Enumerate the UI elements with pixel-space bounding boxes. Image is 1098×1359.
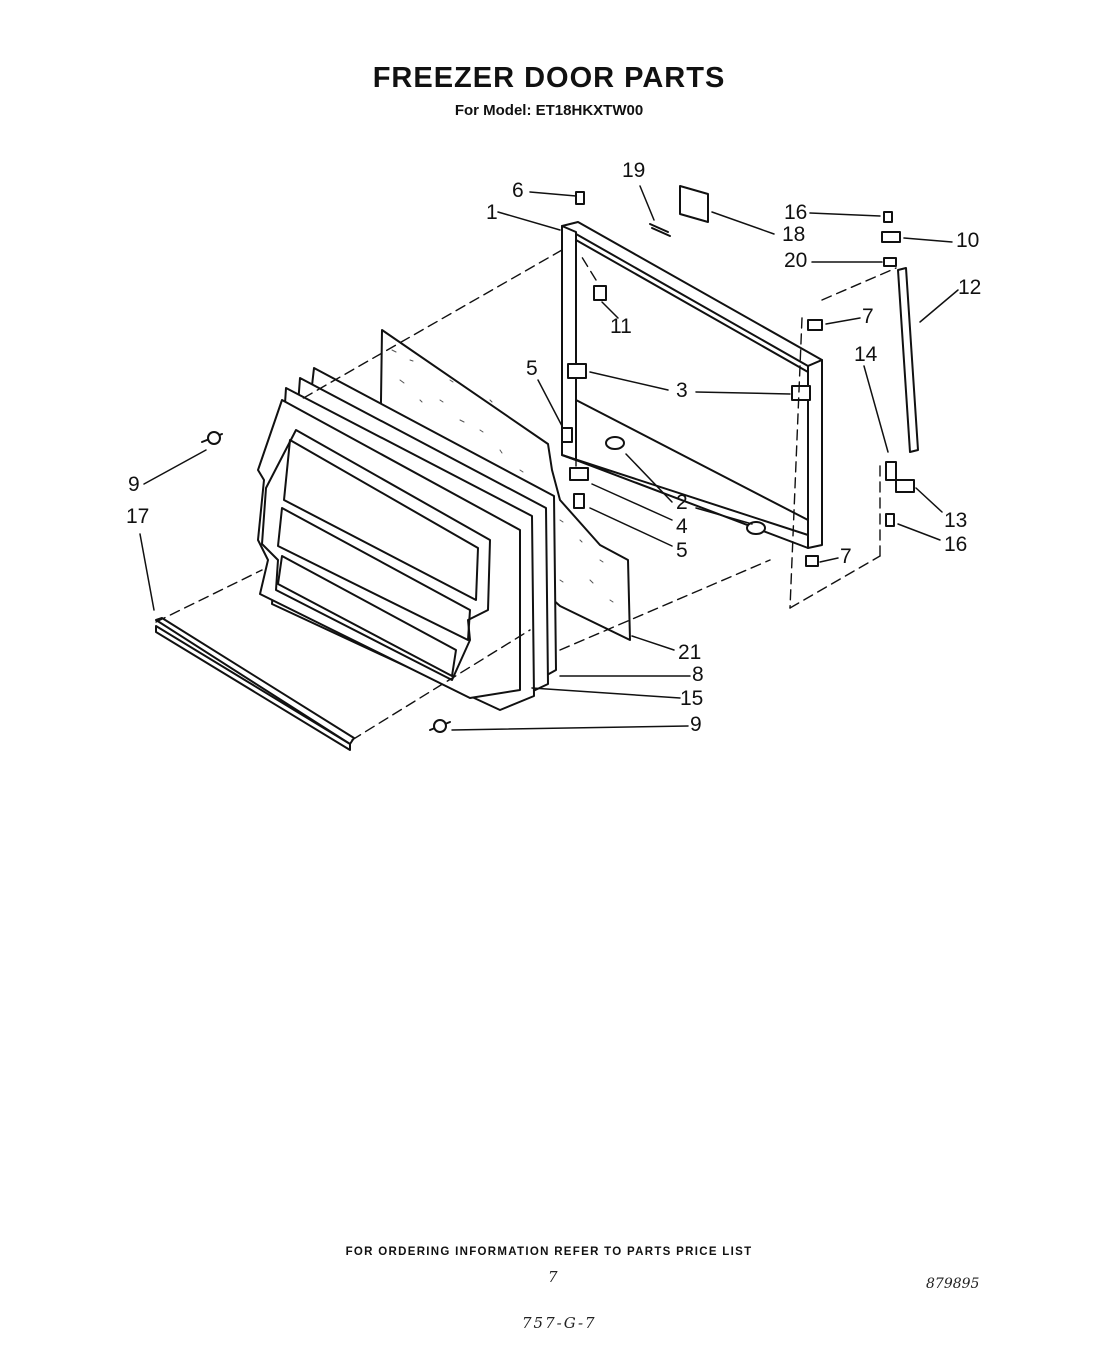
callout-7-top: 7 [862,305,874,328]
callout-9-bottom: 9 [690,713,702,736]
callout-14: 14 [854,343,878,366]
callout-16-top: 16 [784,201,808,224]
callout-1: 1 [486,201,498,224]
callout-21: 21 [678,641,702,664]
callout-7-bottom: 7 [840,545,852,568]
callout-16-bottom: 16 [944,533,968,556]
callout-19: 19 [622,159,646,182]
callout-6: 6 [512,179,524,202]
hinge-hardware [201,185,919,733]
callout-5-bottom: 5 [676,539,688,562]
callout-4: 4 [676,515,688,538]
page-number: 7 [548,1268,558,1286]
leader-lines [139,185,959,731]
callout-18: 18 [782,223,806,246]
construction-lines [155,249,897,741]
callout-12: 12 [958,276,982,299]
model-subtitle: For Model: ET18HKXTW00 [454,102,644,119]
ordering-note: FOR ORDERING INFORMATION REFER TO PARTS … [345,1246,753,1258]
callout-15: 15 [680,687,704,710]
callout-11: 11 [610,315,632,338]
callout-17: 17 [126,505,150,528]
callout-2: 2 [676,491,688,514]
callout-13: 13 [944,509,968,532]
handwritten-reference: 757-G-7 [522,1314,597,1332]
door-liner [257,399,521,699]
callout-5-top: 5 [526,357,538,380]
page-title: FREEZER DOOR PARTS [372,62,726,94]
callout-20: 20 [784,249,808,272]
door-frame [561,221,823,549]
callout-9-left: 9 [128,473,140,496]
callout-10: 10 [956,229,980,252]
door-rack-bar [155,617,355,751]
callout-8: 8 [692,663,704,686]
callout-3: 3 [676,379,688,402]
diagram-code: 879895 [926,1276,980,1292]
